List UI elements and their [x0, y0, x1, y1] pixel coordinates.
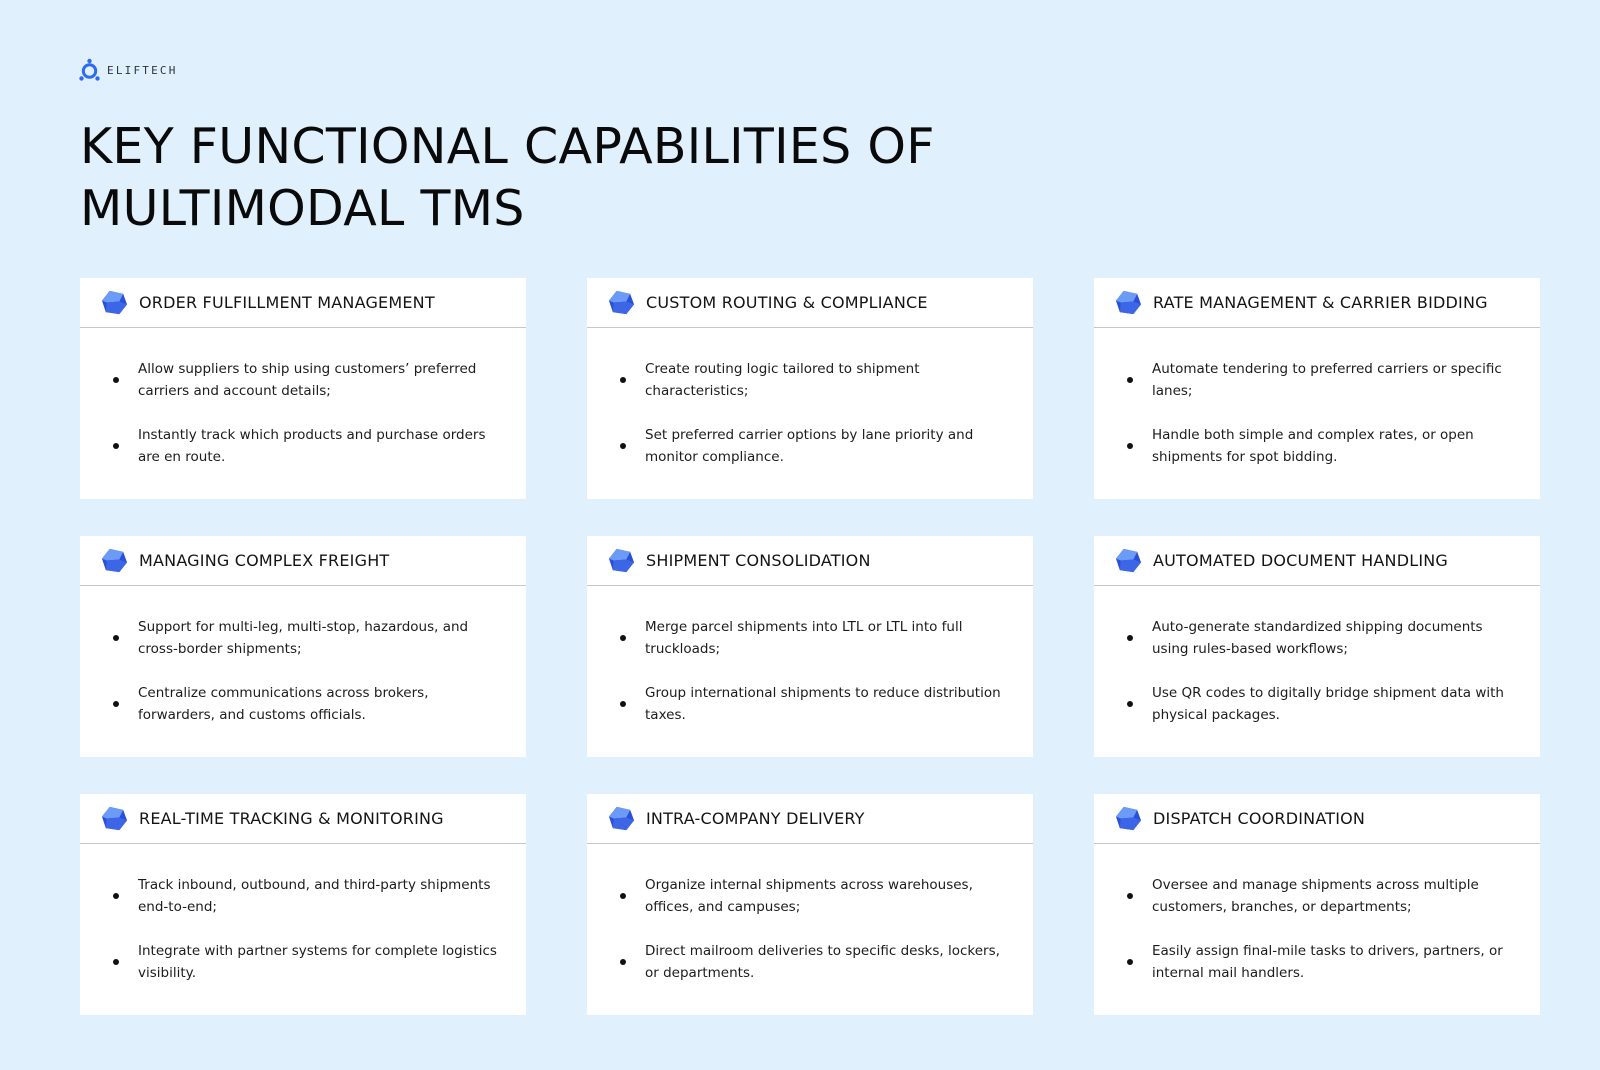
card-title: RATE MANAGEMENT & CARRIER BIDDING — [1153, 293, 1488, 312]
card-bullet-item: Organize internal shipments across wareh… — [587, 874, 1033, 918]
card-bullet-list: Automate tendering to preferred carriers… — [1094, 358, 1540, 490]
card-bullet-list: Track inbound, outbound, and third-party… — [80, 874, 526, 1006]
card-bullet-item: Handle both simple and complex rates, or… — [1094, 424, 1540, 468]
card-title: ORDER FULFILLMENT MANAGEMENT — [139, 293, 435, 312]
card-bullet-list: Auto-generate standardized shipping docu… — [1094, 616, 1540, 748]
blue-gem-icon — [101, 548, 128, 573]
card-header: MANAGING COMPLEX FREIGHT — [80, 536, 526, 586]
blue-gem-icon — [1115, 548, 1142, 573]
card-bullet-list: Merge parcel shipments into LTL or LTL i… — [587, 616, 1033, 748]
card-bullet-item: Auto-generate standardized shipping docu… — [1094, 616, 1540, 660]
card-bullet-item: Track inbound, outbound, and third-party… — [80, 874, 526, 918]
card-header: REAL-TIME TRACKING & MONITORING — [80, 794, 526, 844]
card-title: SHIPMENT CONSOLIDATION — [646, 551, 871, 570]
card-bullet-list: Support for multi-leg, multi-stop, hazar… — [80, 616, 526, 748]
capability-card: REAL-TIME TRACKING & MONITORING Track in… — [80, 794, 526, 1015]
card-bullet-item: Instantly track which products and purch… — [80, 424, 526, 468]
blue-gem-icon — [608, 806, 635, 831]
blue-gem-icon — [1115, 806, 1142, 831]
page-title: KEY FUNCTIONAL CAPABILITIES OF MULTIMODA… — [80, 116, 935, 240]
page-title-line-1: KEY FUNCTIONAL CAPABILITIES OF — [80, 118, 935, 175]
blue-gem-icon — [1115, 290, 1142, 315]
brand-name: ELIFTECH — [107, 63, 178, 77]
card-bullet-item: Group international shipments to reduce … — [587, 682, 1033, 726]
capability-card: MANAGING COMPLEX FREIGHT Support for mul… — [80, 536, 526, 757]
card-bullet-list: Oversee and manage shipments across mult… — [1094, 874, 1540, 1006]
card-header: ORDER FULFILLMENT MANAGEMENT — [80, 278, 526, 328]
card-bullet-item: Easily assign final-mile tasks to driver… — [1094, 940, 1540, 984]
card-header: INTRA-COMPANY DELIVERY — [587, 794, 1033, 844]
card-bullet-item: Use QR codes to digitally bridge shipmen… — [1094, 682, 1540, 726]
blue-gem-icon — [608, 290, 635, 315]
card-bullet-item: Merge parcel shipments into LTL or LTL i… — [587, 616, 1033, 660]
blue-gem-icon — [608, 548, 635, 573]
card-title: REAL-TIME TRACKING & MONITORING — [139, 809, 444, 828]
card-title: AUTOMATED DOCUMENT HANDLING — [1153, 551, 1449, 570]
capability-card: DISPATCH COORDINATION Oversee and manage… — [1094, 794, 1540, 1015]
card-bullet-item: Direct mailroom deliveries to specific d… — [587, 940, 1033, 984]
card-title: INTRA-COMPANY DELIVERY — [646, 809, 865, 828]
card-bullet-item: Support for multi-leg, multi-stop, hazar… — [80, 616, 526, 660]
card-bullet-list: Allow suppliers to ship using customers’… — [80, 358, 526, 490]
capability-card: ORDER FULFILLMENT MANAGEMENT Allow suppl… — [80, 278, 526, 499]
eliftech-logo-icon — [79, 58, 100, 81]
brand-logo: ELIFTECH — [79, 58, 178, 82]
card-bullet-item: Allow suppliers to ship using customers’… — [80, 358, 526, 402]
capability-card: CUSTOM ROUTING & COMPLIANCE Create routi… — [587, 278, 1033, 499]
card-header: CUSTOM ROUTING & COMPLIANCE — [587, 278, 1033, 328]
blue-gem-icon — [101, 290, 128, 315]
card-header: RATE MANAGEMENT & CARRIER BIDDING — [1094, 278, 1540, 328]
card-header: AUTOMATED DOCUMENT HANDLING — [1094, 536, 1540, 586]
card-bullet-item: Centralize communications across brokers… — [80, 682, 526, 726]
card-bullet-item: Create routing logic tailored to shipmen… — [587, 358, 1033, 402]
page-title-line-2: MULTIMODAL TMS — [80, 180, 525, 237]
card-title: DISPATCH COORDINATION — [1153, 809, 1366, 828]
capability-card: AUTOMATED DOCUMENT HANDLING Auto-generat… — [1094, 536, 1540, 757]
blue-gem-icon — [101, 806, 128, 831]
card-bullet-item: Set preferred carrier options by lane pr… — [587, 424, 1033, 468]
capability-card: INTRA-COMPANY DELIVERY Organize internal… — [587, 794, 1033, 1015]
capability-card: RATE MANAGEMENT & CARRIER BIDDING Automa… — [1094, 278, 1540, 499]
card-bullet-list: Organize internal shipments across wareh… — [587, 874, 1033, 1006]
capability-card: SHIPMENT CONSOLIDATION Merge parcel ship… — [587, 536, 1033, 757]
card-bullet-item: Oversee and manage shipments across mult… — [1094, 874, 1540, 918]
card-bullet-item: Integrate with partner systems for compl… — [80, 940, 526, 984]
card-header: SHIPMENT CONSOLIDATION — [587, 536, 1033, 586]
card-header: DISPATCH COORDINATION — [1094, 794, 1540, 844]
card-title: CUSTOM ROUTING & COMPLIANCE — [646, 293, 928, 312]
card-bullet-item: Automate tendering to preferred carriers… — [1094, 358, 1540, 402]
card-bullet-list: Create routing logic tailored to shipmen… — [587, 358, 1033, 490]
card-title: MANAGING COMPLEX FREIGHT — [139, 551, 390, 570]
